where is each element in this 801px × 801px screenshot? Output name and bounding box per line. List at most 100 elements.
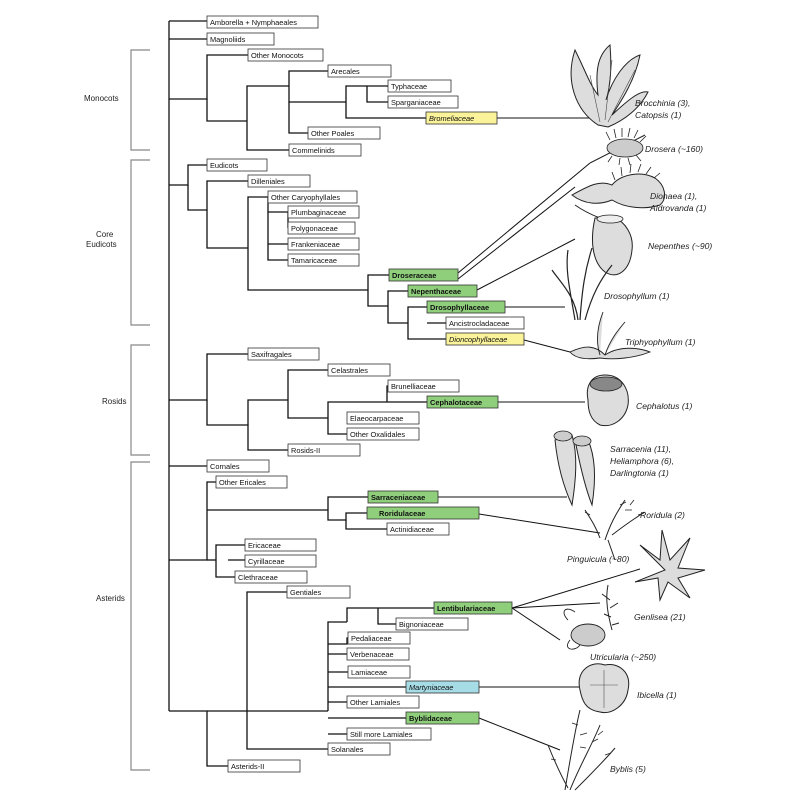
plant-label-cephalotus: Cephalotus (1) <box>636 401 693 411</box>
venus-flytrap-illustration <box>571 163 666 209</box>
svg-text:Magnoliids: Magnoliids <box>210 35 246 44</box>
triphyophyllum-illustration <box>569 311 652 360</box>
plant-label-ibicella: Ibicella (1) <box>637 690 677 700</box>
plant-label-nepenthes: Nepenthes (~90) <box>648 241 712 251</box>
taxon-eudicots: Eudicots <box>206 158 268 172</box>
svg-text:Other Lamiales: Other Lamiales <box>350 698 400 707</box>
svg-text:Lentibulariaceae: Lentibulariaceae <box>437 604 495 613</box>
group-label-rosids: Rosids <box>102 397 126 406</box>
taxon-nepenthaceae: Nepenthaceae <box>407 284 478 298</box>
plant-label-drosera: Drosera (~160) <box>645 144 703 154</box>
illustration-connectors <box>438 117 641 751</box>
svg-text:Cyrillaceae: Cyrillaceae <box>248 557 285 566</box>
svg-text:Polygonaceae: Polygonaceae <box>291 224 338 233</box>
taxon-sarraceniaceae: Sarraceniaceae <box>367 490 439 504</box>
taxon-actinidiaceae: Actinidiaceae <box>386 522 450 536</box>
svg-text:Cornales: Cornales <box>210 462 240 471</box>
plant-label-dionaea: Dionaea (1), <box>650 191 697 201</box>
taxon-cephalotaceae: Cephalotaceae <box>426 395 499 409</box>
svg-text:Other Monocots: Other Monocots <box>251 51 304 60</box>
svg-text:Bignoniaceae: Bignoniaceae <box>399 620 444 629</box>
pinguicula-illustration <box>634 529 706 602</box>
svg-text:Sarraceniaceae: Sarraceniaceae <box>371 493 425 502</box>
svg-text:Actinidiaceae: Actinidiaceae <box>390 525 434 534</box>
svg-text:Asterids-II: Asterids-II <box>231 762 264 771</box>
svg-text:Pedaliaceae: Pedaliaceae <box>351 634 392 643</box>
svg-text:Amborella + Nymphaeales: Amborella + Nymphaeales <box>210 18 297 27</box>
svg-text:Saxifragales: Saxifragales <box>251 350 292 359</box>
taxon-other-poales: Other Poales <box>307 126 381 140</box>
svg-text:Cephalotaceae: Cephalotaceae <box>430 398 482 407</box>
taxon-magnoliids: Magnoliids <box>206 32 275 46</box>
svg-text:Byblidaceae: Byblidaceae <box>409 714 452 723</box>
taxon-rosids-ii: Rosids-II <box>287 443 361 457</box>
byblis-illustration <box>547 709 616 791</box>
plant-label-pinguicula: Pinguicula (~80) <box>567 554 629 564</box>
plant-label-triphyophyllum: Triphyophyllum (1) <box>625 337 696 347</box>
taxon-dilleniales: Dilleniales <box>247 174 311 188</box>
genlisea-illustration <box>601 584 620 631</box>
svg-text:Still more Lamiales: Still more Lamiales <box>350 730 413 739</box>
svg-text:Roridulaceae: Roridulaceae <box>379 509 425 518</box>
taxon-sparganiaceae: Sparganiaceae <box>387 95 459 109</box>
taxon-amborella: Amborella + Nymphaeales <box>206 15 319 29</box>
taxon-bromeliaceae: Bromeliaceae <box>425 111 498 125</box>
taxon-cornales: Cornales <box>206 459 270 473</box>
svg-text:Verbenaceae: Verbenaceae <box>350 650 394 659</box>
plant-label-catopsis: Catopsis (1) <box>635 110 681 120</box>
bromeliad-illustration <box>570 43 649 128</box>
svg-text:Other Oxalidales: Other Oxalidales <box>350 430 405 439</box>
svg-text:Nepenthaceae: Nepenthaceae <box>411 287 461 296</box>
roridula-illustration <box>584 499 646 561</box>
svg-text:Droseraceae: Droseraceae <box>392 271 436 280</box>
taxon-frankeniaceae: Frankeniaceae <box>287 237 360 251</box>
utricularia-illustration <box>563 608 606 650</box>
svg-text:Arecales: Arecales <box>331 67 360 76</box>
svg-text:Other Caryophyllales: Other Caryophyllales <box>271 193 340 202</box>
taxon-other-oxalidales: Other Oxalidales <box>346 427 420 441</box>
taxon-polygonaceae: Polygonaceae <box>287 221 356 235</box>
svg-text:Other Poales: Other Poales <box>311 129 354 138</box>
taxon-other-caryophyllales: Other Caryophyllales <box>267 190 358 204</box>
taxon-lentibulariaceae: Lentibulariaceae <box>433 601 513 615</box>
taxon-other-lamiales: Other Lamiales <box>346 695 420 709</box>
plant-label-byblis: Byblis (5) <box>610 764 646 774</box>
plant-label-genlisea: Genlisea (21) <box>634 612 686 622</box>
taxon-verbenaceae: Verbenaceae <box>346 647 410 661</box>
tree-branches <box>168 20 446 767</box>
svg-text:Drosophyllaceae: Drosophyllaceae <box>430 303 489 312</box>
taxon-commelinids: Commelinids <box>288 143 362 157</box>
taxon-byblidaceae: Byblidaceae <box>405 711 480 725</box>
taxon-brunelliaceae: Brunelliaceae <box>387 379 460 393</box>
plant-label-utricularia: Utricularia (~250) <box>590 652 656 662</box>
svg-text:Clethraceae: Clethraceae <box>238 573 278 582</box>
plant-label-brocchinia: Brocchinia (3), <box>635 98 690 108</box>
taxon-martyniaceae: Martyniaceae <box>405 680 480 694</box>
svg-text:Ancistrocladaceae: Ancistrocladaceae <box>449 319 509 328</box>
svg-text:Frankeniaceae: Frankeniaceae <box>291 240 340 249</box>
group-brackets <box>130 49 150 771</box>
svg-text:Sparganiaceae: Sparganiaceae <box>391 98 441 107</box>
svg-text:Dilleniales: Dilleniales <box>251 177 285 186</box>
taxon-pedaliaceae: Pedaliaceae <box>347 631 411 645</box>
taxon-roridulaceae: Roridulaceae <box>366 506 480 520</box>
svg-text:Ericaceae: Ericaceae <box>248 541 281 550</box>
svg-text:Gentiales: Gentiales <box>290 588 322 597</box>
taxon-other-monocots: Other Monocots <box>247 48 324 62</box>
taxon-lamiaceae: Lamiaceae <box>347 665 411 679</box>
plant-label-darlingtonia: Darlingtonia (1) <box>610 468 669 478</box>
plant-label-sarracenia: Sarracenia (11), <box>610 444 671 454</box>
drosophyllum-illustration <box>551 247 613 321</box>
sundew-illustration <box>589 127 647 166</box>
taxon-arecales: Arecales <box>327 64 392 78</box>
taxon-tamaricaceae: Tamaricaceae <box>287 253 360 267</box>
svg-text:Celastrales: Celastrales <box>331 366 368 375</box>
taxon-gentiales: Gentiales <box>286 585 351 599</box>
taxon-bignoniaceae: Bignoniaceae <box>395 617 469 631</box>
svg-text:Brunelliaceae: Brunelliaceae <box>391 382 436 391</box>
taxon-plumbaginaceae: Plumbaginaceae <box>287 205 360 219</box>
taxon-other-ericales: Other Ericales <box>215 475 288 489</box>
taxon-clethraceae: Clethraceae <box>234 570 308 584</box>
taxon-boxes: Amborella + Nymphaeales Magnoliids Other… <box>206 15 525 773</box>
